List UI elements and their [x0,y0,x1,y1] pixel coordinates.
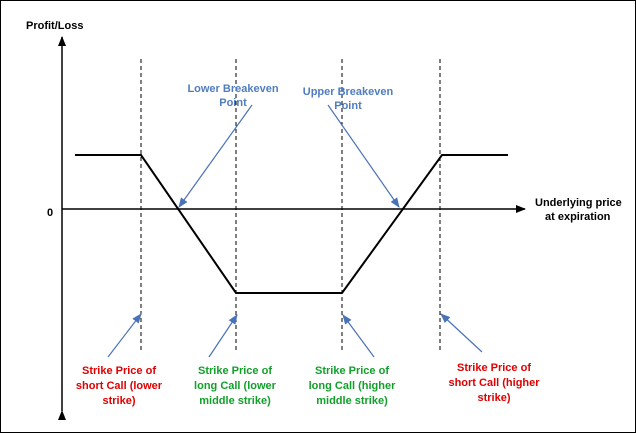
strike-label-3-line1: Strike Price of [315,365,389,377]
zero-label: 0 [47,207,53,219]
strike-label-2-line3: middle strike) [199,395,271,407]
strike-label-2-line2: long Call (lower [194,380,277,392]
strike-label-1-line1: Strike Price of [82,365,156,377]
strike-label-3-line2: long Call (higher [309,380,396,392]
lower-breakeven-arrow [178,104,253,208]
strike-label-4-line1: Strike Price of [457,362,531,374]
strike-label-4-line3: strike) [477,392,510,404]
upper-breakeven-arrow [327,104,400,208]
strike-label-2: Strike Price of long Call (lower middle … [194,365,277,407]
strike-label-1: Strike Price of short Call (lower strike… [76,365,163,407]
strike-label-4-line2: short Call (higher [448,377,540,389]
strike-label-3: Strike Price of long Call (higher middle… [309,365,396,407]
strike-arrow-3 [342,314,375,358]
x-axis-label-line1: Underlying price [535,197,622,209]
lower-breakeven-label-line1: Lower Breakeven [187,83,278,95]
strike-label-3-line3: middle strike) [316,395,388,407]
strike-label-4: Strike Price of short Call (higher strik… [448,362,540,404]
strike-arrow-1 [107,313,142,358]
lower-breakeven-label-line2: Point [219,97,247,109]
y-axis-label: Profit/Loss [26,20,83,32]
strike-label-2-line1: Strike Price of [198,365,272,377]
x-axis-label-line2: at expiration [545,211,611,223]
upper-breakeven-label-line1: Upper Breakeven [303,86,394,98]
strike-arrow-4 [440,313,483,353]
payoff-line [75,154,508,294]
strike-label-1-line2: short Call (lower [76,380,163,392]
strike-arrow-2 [208,314,238,358]
upper-breakeven-label-line2: Point [334,100,362,112]
strike-label-1-line3: strike) [102,395,135,407]
